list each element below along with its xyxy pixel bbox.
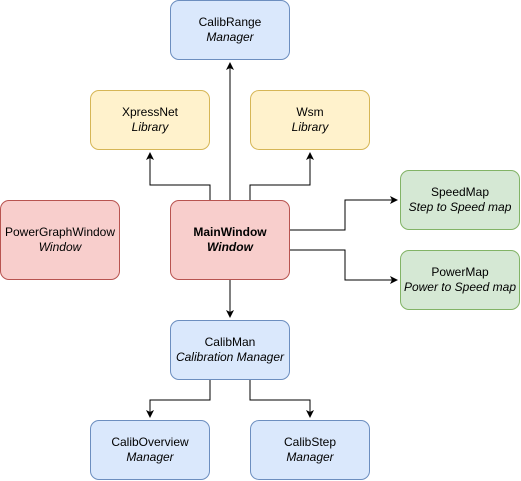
edge-mainwindow-powermap [290,249,398,284]
node-powergraphwindow-subtitle: Window [38,240,82,254]
node-mainwindow[interactable]: MainWindow Window [170,200,290,280]
edge-calibman-calibstep [249,380,314,418]
node-calibman-subtitle: Calibration Manager [175,350,285,364]
node-wsm-subtitle: Library [291,120,329,134]
node-wsm[interactable]: Wsm Library [250,90,370,150]
node-calibstep-title: CalibStep [283,435,337,449]
node-calibman[interactable]: CalibMan Calibration Manager [170,320,290,380]
edge-mainwindow-xpressnet [146,152,211,200]
node-calibrange-title: CalibRange [198,15,262,29]
node-mainwindow-subtitle: Window [207,240,253,254]
node-mainwindow-title: MainWindow [193,225,267,239]
node-calibstep[interactable]: CalibStep Manager [250,420,370,480]
node-powergraphwindow-title: PowerGraphWindow [4,225,116,239]
node-powermap-title: PowerMap [431,265,489,279]
node-powermap-subtitle: Power to Speed map [403,280,517,294]
node-speedmap-title: SpeedMap [430,185,490,199]
node-xpressnet-title: XpressNet [121,105,179,119]
node-xpressnet-subtitle: Library [131,120,169,134]
edge-mainwindow-speedmap [290,196,398,231]
node-powermap[interactable]: PowerMap Power to Speed map [400,250,520,310]
node-speedmap[interactable]: SpeedMap Step to Speed map [400,170,520,230]
node-caliboverview[interactable]: CalibOverview Manager [90,420,210,480]
node-wsm-title: Wsm [296,105,324,119]
node-xpressnet[interactable]: XpressNet Library [90,90,210,150]
node-speedmap-subtitle: Step to Speed map [408,200,512,214]
node-calibstep-subtitle: Manager [286,450,334,464]
node-caliboverview-subtitle: Manager [126,450,174,464]
node-caliboverview-title: CalibOverview [111,435,189,449]
node-calibman-title: CalibMan [204,335,256,349]
node-powergraphwindow[interactable]: PowerGraphWindow Window [0,200,120,280]
node-calibrange[interactable]: CalibRange Manager [170,0,290,60]
edge-mainwindow-wsm [249,152,314,200]
node-calibrange-subtitle: Manager [206,30,254,44]
edge-calibman-caliboverview [146,380,211,418]
